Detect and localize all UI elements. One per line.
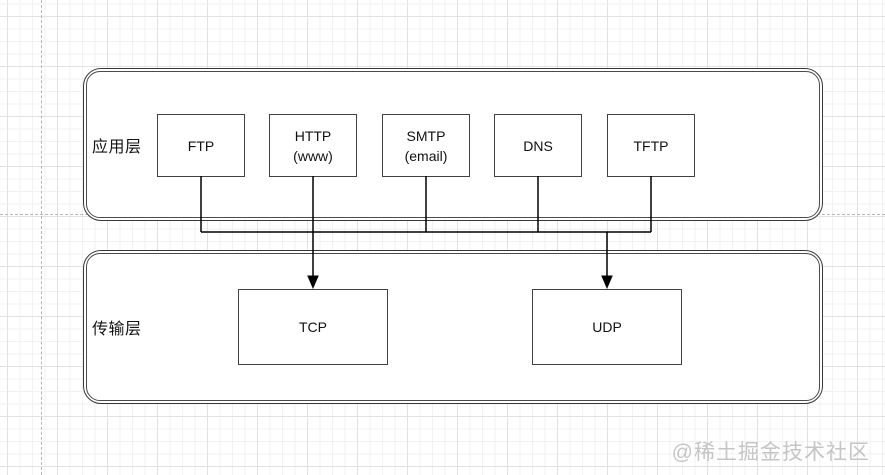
protocol-box-smtp: SMTP (email) [382, 114, 470, 177]
transport-layer-label: 传输层 [92, 321, 142, 338]
protocol-box-udp-label: UDP [592, 319, 622, 335]
protocol-box-dns: DNS [494, 114, 582, 177]
protocol-box-http-label: HTTP [294, 127, 332, 144]
protocol-box-tcp-label: TCP [299, 319, 327, 335]
transport-layer-container: 传输层 [83, 250, 823, 404]
protocol-box-dns-label: DNS [523, 137, 553, 154]
watermark: @稀土掘金技术社区 [671, 441, 870, 464]
protocol-box-ftp-label: FTP [187, 137, 215, 154]
protocol-box-tcp: TCP [238, 289, 388, 365]
protocol-box-http-sublabel: (www) [293, 147, 333, 164]
protocol-box-http: HTTP (www) [269, 114, 357, 177]
protocol-box-udp: UDP [532, 289, 682, 365]
page-boundary-vertical-dashed-line [41, 0, 42, 475]
protocol-box-tftp: TFTP [607, 114, 695, 177]
protocol-box-smtp-sublabel: (email) [404, 147, 448, 164]
protocol-box-smtp-label: SMTP [406, 127, 446, 144]
protocol-box-tftp-label: TFTP [633, 137, 669, 154]
application-layer-label: 应用层 [92, 138, 142, 156]
protocol-box-ftp: FTP [157, 114, 245, 177]
